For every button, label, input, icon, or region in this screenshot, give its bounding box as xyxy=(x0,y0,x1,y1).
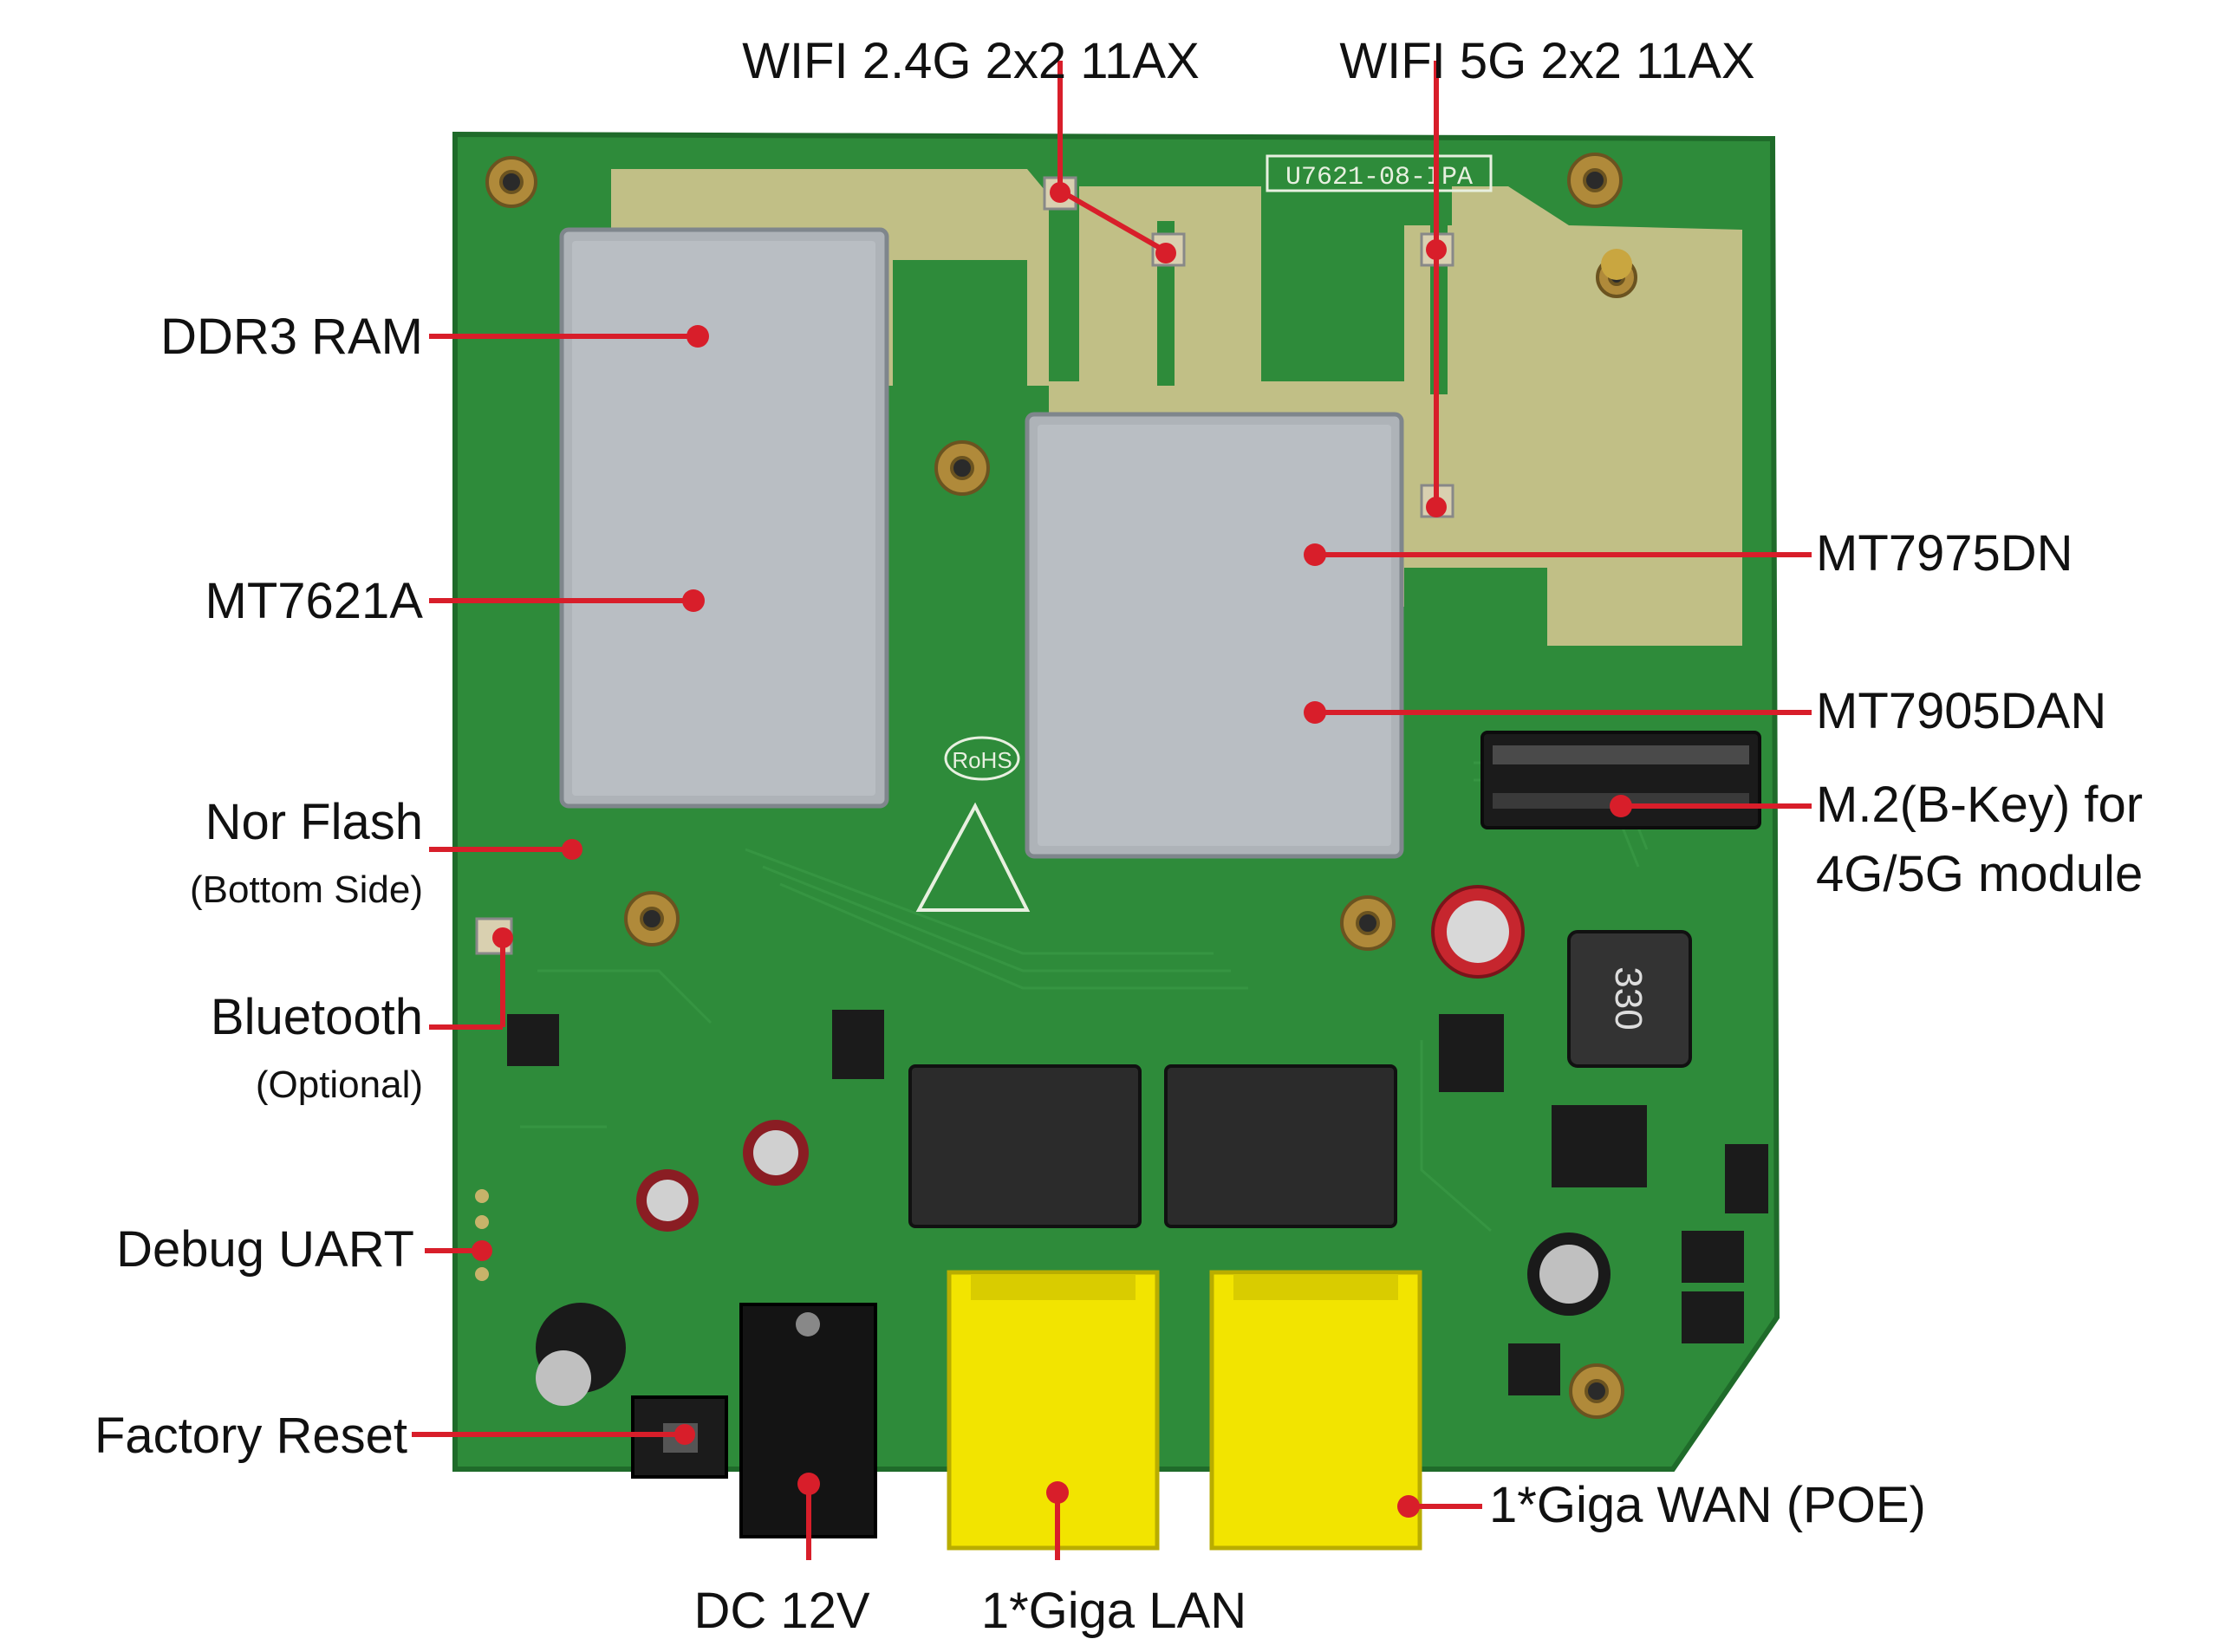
leader-dots xyxy=(472,182,1632,1518)
antenna-copper-area xyxy=(611,169,1742,646)
leader-lines xyxy=(412,61,1812,1560)
label-m2-line2: 4G/5G module xyxy=(1816,846,2144,902)
label-mt7975dn: MT7975DN xyxy=(1816,525,2073,582)
power-inductor xyxy=(1567,930,1692,1068)
esd-mark xyxy=(915,802,1031,912)
model-silkscreen: U7621-08-IPA xyxy=(1285,163,1473,192)
label-bluetooth: Bluetooth xyxy=(210,989,423,1045)
label-giga-lan: 1*Giga LAN xyxy=(980,1583,1247,1639)
mounting-holes xyxy=(485,153,1637,1419)
label-bluetooth-note: (Optional) xyxy=(255,1063,423,1106)
label-nor-flash: Nor Flash xyxy=(205,794,423,850)
label-mt7905dan: MT7905DAN xyxy=(1816,683,2107,739)
svg-text:330: 330 xyxy=(1607,966,1650,1030)
rj45-lan xyxy=(947,1270,1160,1551)
magnetics-right xyxy=(1164,1064,1397,1228)
label-mt7621a: MT7621A xyxy=(205,573,423,629)
label-wifi-24g: WIFI 2.4G 2x2 11AX xyxy=(742,33,1200,89)
rohs-mark: RoHS xyxy=(952,747,1012,773)
label-wifi-5g: WIFI 5G 2x2 11AX xyxy=(1339,33,1755,89)
magnetics-left xyxy=(908,1064,1142,1228)
label-giga-wan: 1*Giga WAN (POE) xyxy=(1489,1477,1926,1533)
label-m2-line1: M.2(B-Key) for xyxy=(1816,777,2144,833)
label-dc-12v: DC 12V xyxy=(693,1583,870,1639)
label-factory-reset: Factory Reset xyxy=(94,1408,407,1464)
label-debug-uart: Debug UART xyxy=(116,1221,414,1278)
label-ddr3-ram: DDR3 RAM xyxy=(160,309,423,365)
uart-pads xyxy=(475,1189,489,1281)
label-nor-flash-note: (Bottom Side) xyxy=(190,868,423,911)
rj45-wan xyxy=(1209,1270,1422,1551)
